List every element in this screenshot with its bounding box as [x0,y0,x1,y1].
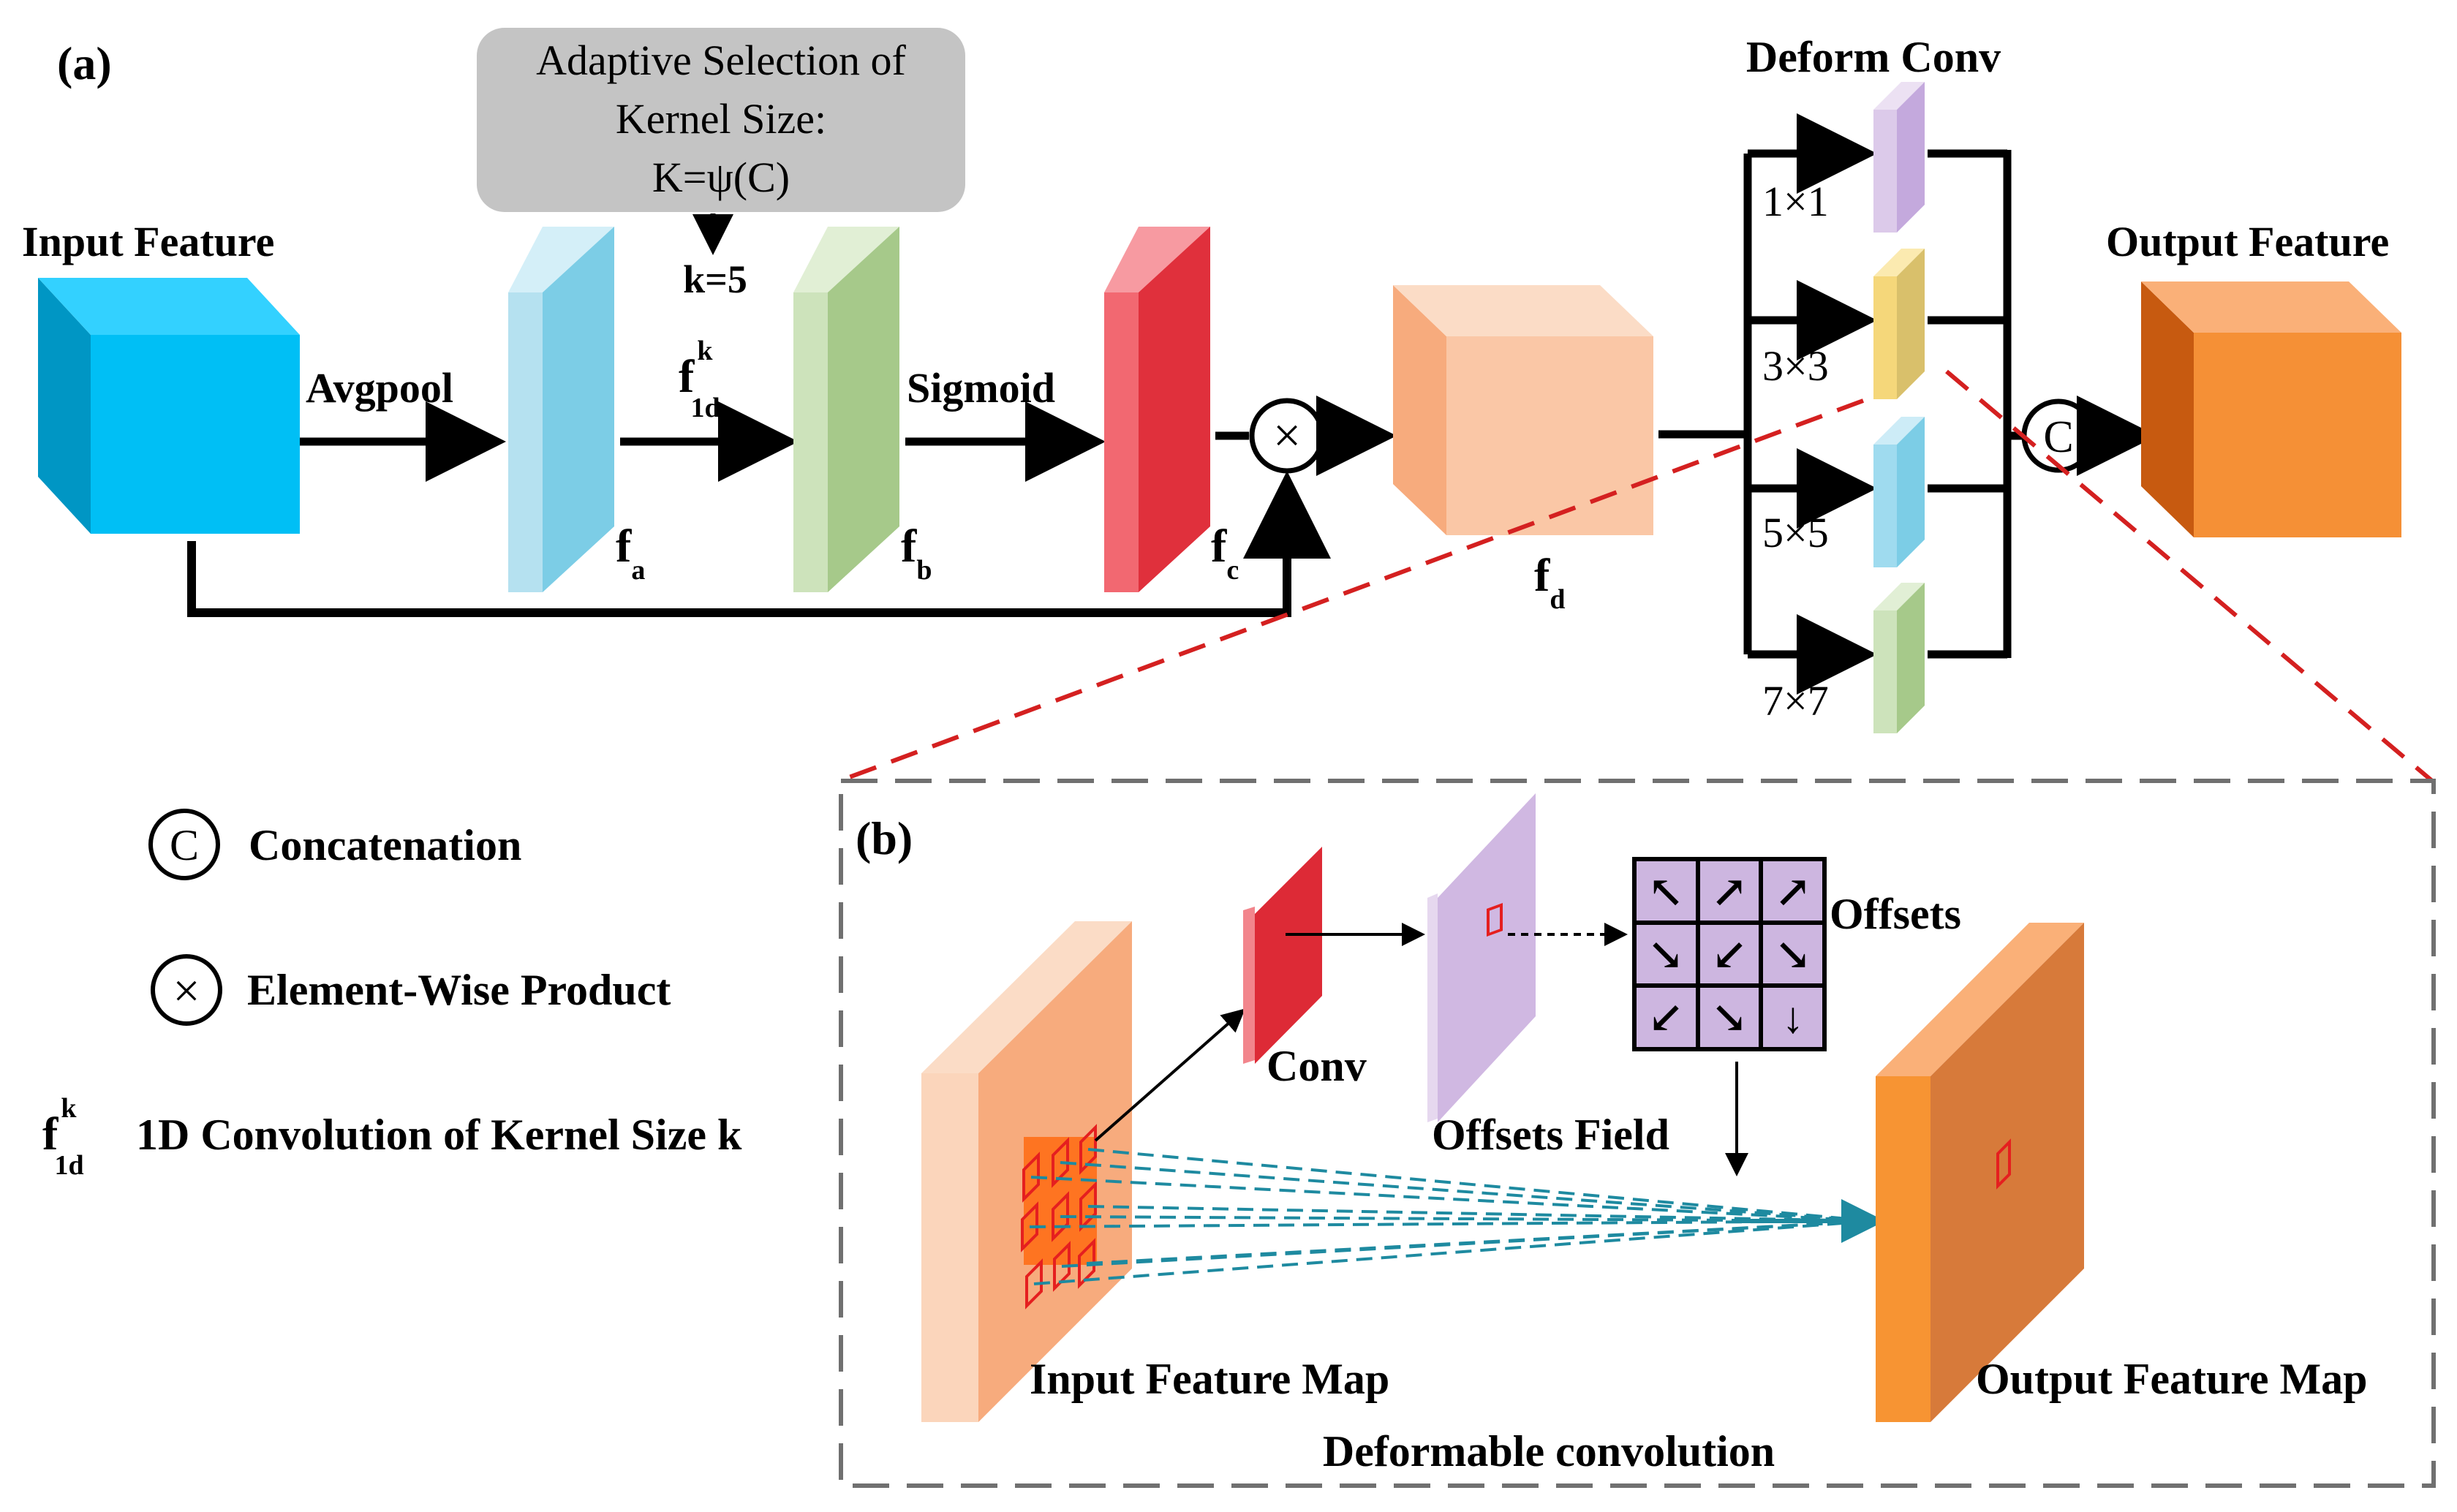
kernel-label-7x7: 7×7 [1762,677,1829,725]
legend-concat-text: Concatenation [249,821,521,869]
zoom-line-left [838,398,1865,783]
skip-connection [187,471,1331,617]
offset-arrow-2: ↗ [1775,868,1811,916]
output-map-label: Output Feature Map [1976,1355,2368,1403]
sigmoid-label: Sigmoid [907,364,1055,412]
svg-text:C: C [170,821,199,869]
legend-element-wise-product: × Element-Wise Product [151,954,671,1026]
offset-arrow-7: ↘ [1711,994,1748,1042]
deform-sampling-patches [1021,1124,1097,1309]
kernel-plate-1x1 [1873,82,1925,233]
kernel-plate-5x5 [1873,417,1925,567]
svg-text:×: × [1273,407,1301,463]
fc-plate [1104,227,1210,592]
projection-lines [1029,1148,1873,1285]
k-value: k=5 [683,257,747,301]
offsets-grid: ↖ ↗ ↗ ↘ ↙ ↘ ↙ ↘ ↓ [1632,857,1827,1051]
fb-plate [793,227,899,592]
kernel-label-1x1: 1×1 [1762,178,1829,225]
panel-b-caption: Deformable convolution [1323,1427,1775,1475]
adaptive-box-line1: Adaptive Selection of [536,37,906,84]
offsets-label: Offsets [1830,890,1961,938]
output-feature-cube [2141,281,2401,537]
offset-arrow-8: ↓ [1782,994,1804,1042]
panel-a-label: (a) [57,37,112,89]
product-node: × [1249,398,1325,474]
concat-node: C [2021,398,2096,473]
input-map-label: Input Feature Map [1030,1355,1389,1403]
adaptive-kernel-box: Adaptive Selection of Kernel Size: K=ψ(C… [477,28,965,212]
fd-cube [1393,285,1653,535]
offsets-field-plate [1427,793,1536,1122]
output-feature-map [1876,923,2084,1422]
zoom-line-right [1945,369,2434,783]
offset-arrow-5: ↘ [1775,931,1811,979]
input-feature-label: Input Feature [22,218,274,265]
conv-label: Conv [1267,1042,1367,1090]
offset-arrow-0: ↖ [1648,868,1684,916]
offset-arrow-1: ↗ [1711,868,1748,916]
input-feature-cube [38,278,300,534]
kernel-label-3x3: 3×3 [1762,342,1829,390]
svg-text:C: C [2043,412,2073,462]
fb-symbol: fb [901,520,932,586]
output-feature-label: Output Feature [2106,218,2389,265]
svg-text:×: × [173,964,200,1018]
conv-plate [1243,847,1322,1064]
fc-symbol: fc [1211,520,1239,586]
fa-plate [508,227,614,592]
adaptive-box-line3: K=ψ(C) [652,154,790,201]
offset-arrow-4: ↙ [1711,931,1748,979]
offset-arrow-3: ↘ [1648,931,1684,979]
kernel-plate-3x3 [1873,249,1925,399]
legend-product-text: Element-Wise Product [247,966,671,1014]
fd-symbol: fd [1534,549,1565,615]
fa-symbol: fa [616,520,645,586]
kernel-plate-7x7 [1873,583,1925,733]
legend-f1d-text: 1D Convolution of Kernel Size k [136,1111,742,1159]
panel-b-frame [839,779,2436,1488]
adaptive-box-line2: Kernel Size: [616,95,826,143]
deform-conv-title: Deform Conv [1746,33,2001,81]
offsets-field-label: Offsets Field [1432,1111,1669,1159]
patch-to-conv-arrow [1094,1008,1246,1142]
legend-concatenation: C Concatenation [148,809,521,880]
panel-b-label: (b) [856,812,913,864]
kernel-label-5x5: 5×5 [1762,509,1829,556]
offset-arrow-6: ↙ [1648,994,1684,1042]
avgpool-label: Avgpool [306,364,453,412]
